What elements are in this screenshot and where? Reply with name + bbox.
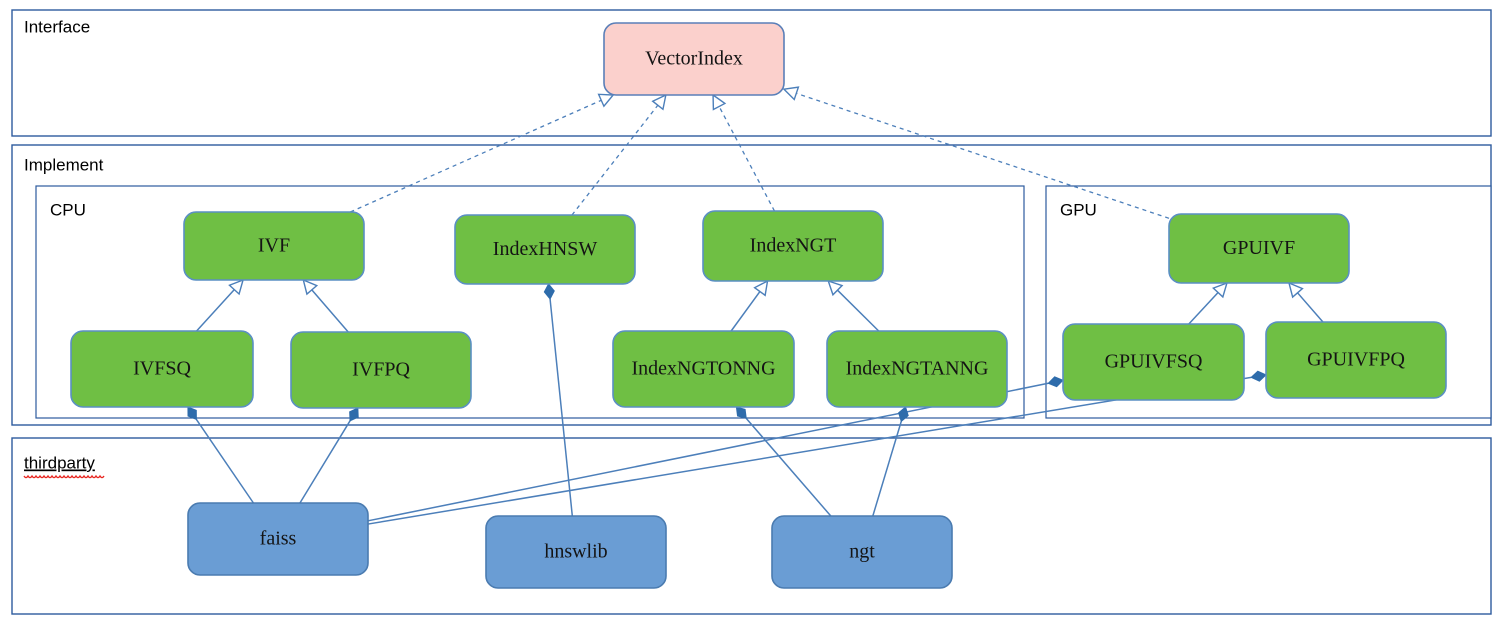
- edge-e-faiss-ivfsq: [187, 406, 255, 504]
- node-label-vectorindex: VectorIndex: [645, 48, 743, 70]
- node-label-gpuivfpq: GPUIVFPQ: [1307, 349, 1405, 371]
- node-box-indexhnsw[interactable]: [454, 214, 636, 285]
- node-label-indexhnsw: IndexHNSW: [493, 238, 598, 260]
- node-vectorindex[interactable]: VectorIndex: [603, 22, 785, 96]
- arrowhead-hollow-triangle: [228, 278, 245, 296]
- edge-line-composition: [872, 421, 902, 517]
- arrowhead-hollow-triangle: [597, 93, 615, 108]
- edge-e-gpuivfsq-gpuivf: [1188, 281, 1228, 325]
- node-indexngtanng[interactable]: IndexNGTANNG: [826, 330, 1008, 408]
- arrowhead-hollow-triangle: [712, 93, 727, 111]
- arrowhead-filled-diamond: [187, 406, 197, 421]
- edge-line-composition: [299, 420, 351, 504]
- edge-line-composition: [745, 417, 832, 517]
- arrowhead-hollow-triangle: [1287, 281, 1304, 299]
- node-gpuivfpq[interactable]: GPUIVFPQ: [1265, 321, 1447, 399]
- edge-e-ivfpq-ivf: [302, 278, 349, 333]
- node-box-gpuivfpq[interactable]: [1265, 321, 1447, 399]
- edge-line-generalization: [196, 289, 235, 332]
- node-label-indexngt: IndexNGT: [750, 235, 837, 257]
- edge-line-generalization: [836, 289, 880, 332]
- edge-group: [187, 86, 1324, 525]
- node-label-faiss: faiss: [260, 528, 297, 550]
- node-box-ngt[interactable]: [771, 515, 953, 589]
- node-box-gpuivf[interactable]: [1168, 213, 1350, 284]
- node-indexngtonng[interactable]: IndexNGTONNG: [612, 330, 795, 408]
- edge-line-composition: [367, 376, 1252, 525]
- edge-line-generalization: [311, 289, 349, 333]
- arrowhead-filled-diamond: [543, 283, 555, 300]
- node-indexngt[interactable]: IndexNGT: [702, 210, 884, 282]
- arrowhead-filled-diamond: [1250, 370, 1267, 382]
- node-box-hnswlib[interactable]: [485, 515, 667, 589]
- arrowhead-hollow-triangle: [827, 279, 844, 297]
- node-box-gpuivfsq[interactable]: [1062, 323, 1245, 401]
- edge-e-ivfsq-ivf: [196, 278, 245, 332]
- edge-e-faiss-gpuivfpq: [367, 370, 1267, 525]
- arrowhead-filled-diamond: [349, 407, 359, 422]
- edge-line-realization: [350, 99, 602, 213]
- spellcheck-underline-thirdparty: [23, 474, 105, 479]
- node-label-indexngtanng: IndexNGTANNG: [846, 358, 989, 380]
- container-label-implement: Implement: [24, 155, 104, 174]
- arrowhead-filled-diamond: [898, 406, 909, 423]
- edge-e-gpuivf-vectorindex: [782, 86, 1170, 219]
- node-label-hnswlib: hnswlib: [544, 541, 607, 563]
- node-box-vectorindex[interactable]: [603, 22, 785, 96]
- edge-line-generalization: [1188, 292, 1219, 325]
- node-ngt[interactable]: ngt: [771, 515, 953, 589]
- container-label-interface: Interface: [24, 17, 90, 36]
- node-faiss[interactable]: faiss: [187, 502, 369, 576]
- node-label-ivf: IVF: [258, 235, 290, 257]
- container-label-gpu: GPU: [1060, 200, 1097, 219]
- node-ivfpq[interactable]: IVFPQ: [290, 331, 472, 409]
- node-label-ivfpq: IVFPQ: [352, 359, 410, 381]
- edge-e-ngtonng-indexngt: [730, 279, 769, 332]
- node-indexhnsw[interactable]: IndexHNSW: [454, 214, 636, 285]
- node-label-indexngtonng: IndexNGTONNG: [631, 358, 775, 380]
- node-label-ngt: ngt: [849, 541, 875, 563]
- node-box-faiss[interactable]: [187, 502, 369, 576]
- edge-e-indexhnsw-vectorindex: [571, 93, 667, 216]
- node-label-ivfsq: IVFSQ: [133, 358, 191, 380]
- node-label-gpuivf: GPUIVF: [1223, 237, 1295, 259]
- edge-e-ngtanng-indexngt: [827, 279, 880, 332]
- node-box-indexngtonng[interactable]: [612, 330, 795, 408]
- arrowhead-hollow-triangle: [753, 279, 769, 297]
- node-box-indexngt[interactable]: [702, 210, 884, 282]
- node-box-ivfsq[interactable]: [70, 330, 254, 408]
- edge-line-composition: [549, 298, 574, 517]
- edge-line-generalization: [1296, 292, 1324, 323]
- edge-line-generalization: [730, 291, 761, 332]
- node-gpuivfsq[interactable]: GPUIVFSQ: [1062, 323, 1245, 401]
- edge-e-gpuivfpq-gpuivf: [1287, 281, 1324, 323]
- edge-e-hnswlib-indexhnsw: [543, 283, 574, 517]
- edge-e-indexngt-vectorindex: [712, 93, 776, 212]
- container-label-cpu: CPU: [50, 200, 86, 219]
- node-gpuivf[interactable]: GPUIVF: [1168, 213, 1350, 284]
- node-box-ivfpq[interactable]: [290, 331, 472, 409]
- node-box-ivf[interactable]: [183, 211, 365, 281]
- edge-e-ngt-ngtanng: [872, 406, 909, 517]
- edge-line-realization: [718, 106, 776, 212]
- node-ivf[interactable]: IVF: [183, 211, 365, 281]
- arrowhead-filled-diamond: [1047, 376, 1064, 388]
- node-hnswlib[interactable]: hnswlib: [485, 515, 667, 589]
- edge-e-ngt-ngtonng: [735, 406, 832, 517]
- edge-line-composition: [195, 418, 255, 504]
- node-ivfsq[interactable]: IVFSQ: [70, 330, 254, 408]
- arrowhead-hollow-triangle: [302, 278, 319, 296]
- node-label-gpuivfsq: GPUIVFSQ: [1105, 351, 1203, 373]
- arrowhead-hollow-triangle: [1212, 281, 1228, 299]
- edge-e-faiss-ivfpq: [299, 407, 359, 504]
- container-label-thirdparty: thirdparty: [24, 453, 95, 472]
- edge-line-realization: [796, 92, 1170, 219]
- arrowhead-hollow-triangle: [651, 93, 667, 111]
- arrowhead-hollow-triangle: [782, 86, 800, 101]
- edge-e-ivf-vectorindex: [350, 93, 615, 213]
- node-box-indexngtanng[interactable]: [826, 330, 1008, 408]
- arrowhead-filled-diamond: [735, 406, 747, 420]
